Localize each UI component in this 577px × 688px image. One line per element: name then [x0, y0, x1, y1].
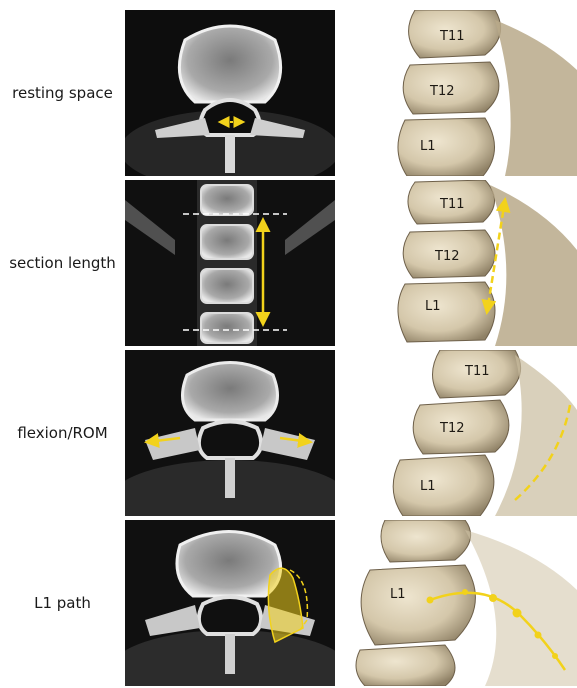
- spine-render: T11 T12 L1: [345, 10, 577, 176]
- vertebra-label-l1: L1: [420, 479, 436, 494]
- vertebra-label-l1: L1: [390, 587, 406, 602]
- vertebra-label-t12: T12: [439, 421, 464, 436]
- ct-axial-image: [125, 10, 335, 176]
- vertebra-label-t11: T11: [439, 197, 464, 212]
- vertebra-label-l1: L1: [420, 139, 436, 154]
- row-label: flexion/ROM: [0, 350, 125, 516]
- vertebra-label-t11: T11: [439, 29, 464, 44]
- ct-axial-image: [125, 520, 335, 686]
- spine-render: L1: [345, 520, 577, 686]
- ct-axial-image: [125, 350, 335, 516]
- row-label: L1 path: [0, 520, 125, 686]
- row-resting-space: resting space T11 T12 L1: [0, 10, 577, 176]
- vertebra-label-l1: L1: [425, 299, 441, 314]
- spine-render: T11 T12 L1: [345, 180, 577, 346]
- row-label: resting space: [0, 10, 125, 176]
- vertebra-label-t12: T12: [429, 84, 454, 99]
- vertebra-label-t12: T12: [434, 249, 459, 264]
- row-l1-path: L1 path L1: [0, 520, 577, 686]
- spine-render: T11 T12 L1: [345, 350, 577, 516]
- row-flexion-rom: flexion/ROM T11 T12 L1: [0, 350, 577, 516]
- row-section-length: section length T11 T12 L1: [0, 180, 577, 346]
- vertebra-label-t11: T11: [464, 364, 489, 379]
- row-label: section length: [0, 180, 125, 346]
- ct-coronal-image: [125, 180, 335, 346]
